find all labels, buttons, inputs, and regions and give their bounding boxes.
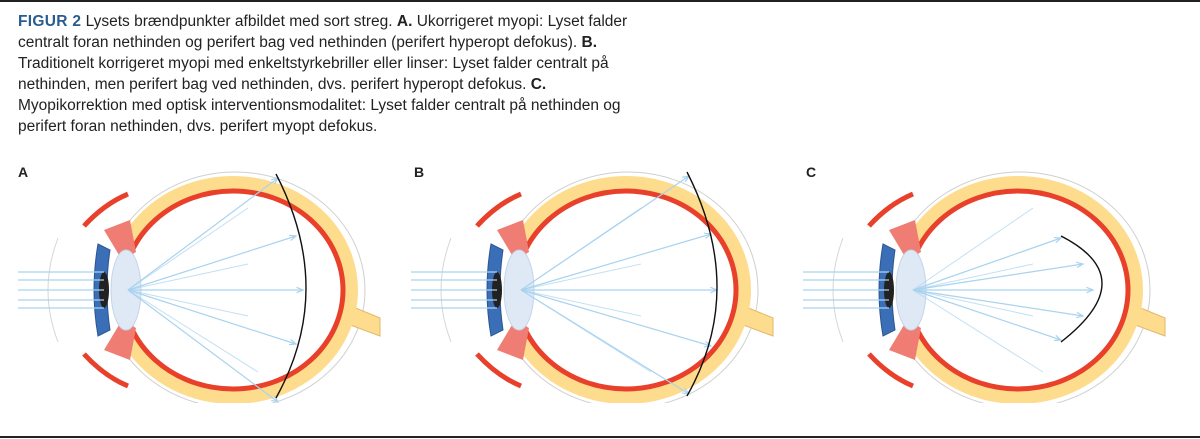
refracted-ray [912,263,1034,291]
ray-arrowhead [288,338,298,346]
refracted-ray [520,289,642,317]
panel-a-label: A [18,164,29,180]
caption-a-label: A. [396,13,413,30]
eye-diagram-b [411,171,774,403]
focal-surface-line [1060,235,1103,343]
figure-caption: FIGUR 2 Lysets brændpunkter afbildet med… [18,11,658,137]
refracted-ray [912,289,1062,341]
refracted-ray [127,289,259,373]
refracted-ray [912,237,1062,291]
upper-front-edge [82,191,129,228]
caption-c-text: Myopikorrektion med optisk interventions… [18,97,621,135]
figure-label: FIGUR 2 [18,13,82,30]
refracted-ray [127,177,279,291]
refracted-ray [520,289,712,347]
ray-arrowhead [703,341,713,348]
ray-arrowhead [1086,286,1095,294]
refracted-ray [912,289,1034,317]
refracted-ray [520,289,652,373]
eye-diagram-c [803,171,1166,403]
refracted-ray [520,233,712,291]
ray-arrowhead [271,395,280,403]
lower-front-edge [475,352,522,389]
refracted-ray [912,207,1034,291]
ray-arrowhead [296,286,305,294]
refracted-ray [127,289,297,345]
refracted-ray [520,263,642,291]
lower-front-edge [82,352,129,389]
panel-c-label: C [806,164,817,180]
refracted-ray [127,289,279,403]
panel-b-label: B [414,164,425,180]
eye-diagram-a [18,171,381,403]
refracted-ray [127,263,249,291]
focal-surface-line [686,171,718,397]
caption-a-text: Ukorrigeret myopi: Lyset falder centralt… [18,13,628,51]
ray-arrowhead [1076,311,1085,319]
ray-arrowhead [1076,261,1085,269]
refracted-ray [127,289,249,317]
top-rule [0,0,1200,2]
lower-front-edge [867,352,914,389]
refracted-ray [127,235,297,291]
focal-surface-line [275,173,307,399]
ray-arrowhead [288,234,298,242]
caption-intro: Lysets brændpunkter afbildet med sort st… [85,13,393,30]
ray-arrowhead [681,387,691,395]
caption-c-label: C. [530,76,547,93]
refracted-ray [520,207,642,291]
caption-b-label: B. [581,34,598,51]
bottom-rule [0,436,1200,438]
refracted-ray [912,263,1084,291]
refracted-ray [912,289,1044,373]
caption-b-text: Traditionelt korrigeret myopi med enkelt… [18,55,609,93]
ray-arrowhead [1053,334,1063,342]
upper-front-edge [867,191,914,228]
upper-front-edge [475,191,522,228]
ray-arrowhead [1053,236,1063,244]
refracted-ray [912,289,1084,317]
refracted-ray [127,207,249,291]
